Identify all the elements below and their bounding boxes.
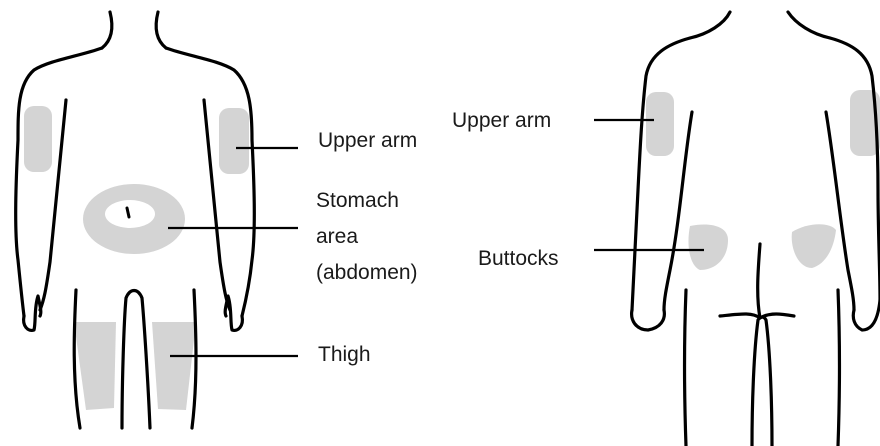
navel — [127, 208, 129, 217]
back-right-arm-inner — [826, 112, 854, 310]
thigh-label: Thigh — [318, 342, 371, 367]
spine-line — [758, 244, 760, 318]
navel-clear-zone — [105, 200, 155, 228]
back-right-hand — [853, 300, 880, 330]
gluteal-fold — [720, 314, 794, 318]
back-inner-legs — [752, 317, 772, 446]
front-inner-legs — [122, 291, 150, 429]
back-right-shoulder-arm-outer — [830, 38, 880, 300]
front-thigh-site-left — [74, 322, 116, 410]
back-neck-left — [690, 12, 730, 38]
front-right-shoulder-arm-outer — [166, 48, 254, 316]
back-buttock-site-left — [688, 225, 728, 270]
back-left-shoulder-arm-outer — [632, 38, 690, 310]
front-upper-arm-site-left — [24, 106, 52, 172]
front-neck-left — [102, 12, 112, 48]
back-buttock-site-right — [792, 224, 836, 268]
front-thigh-site-right — [152, 322, 196, 410]
front-right-hand — [225, 296, 242, 330]
back-right-leg-outer — [838, 290, 840, 446]
front-upper-arm-site-right — [219, 108, 249, 174]
back-body-view — [594, 12, 880, 446]
back-left-hand — [632, 310, 665, 330]
stomach-area-label-line2: area — [316, 224, 358, 249]
front-upper-arm-label: Upper arm — [318, 128, 417, 153]
front-right-leg-outer — [192, 290, 196, 428]
front-body-view — [16, 12, 298, 428]
back-left-leg-outer — [685, 290, 687, 446]
back-upper-arm-label: Upper arm — [452, 108, 551, 133]
buttocks-label: Buttocks — [478, 246, 559, 271]
back-upper-arm-site-left — [646, 92, 674, 156]
front-neck-right — [156, 12, 166, 48]
stomach-area-label-line1: Stomach — [316, 188, 399, 213]
stomach-area-label-line3: (abdomen) — [316, 260, 418, 285]
front-left-hand — [24, 296, 41, 330]
back-neck-right — [788, 12, 830, 38]
